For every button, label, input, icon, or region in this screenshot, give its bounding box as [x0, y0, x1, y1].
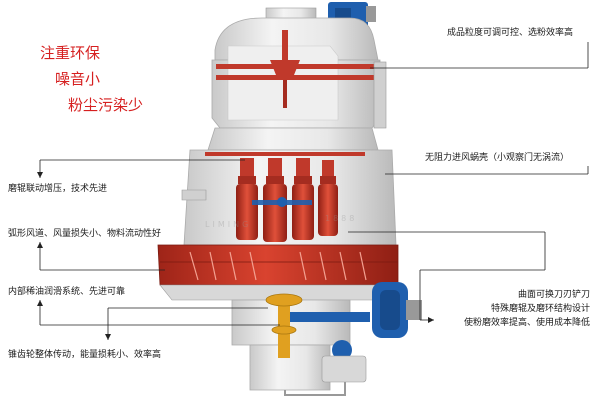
- callout-bottom-gear: 锥齿轮整体传动，能量损耗小、效率高: [8, 350, 162, 360]
- grinding-ring: [157, 244, 399, 301]
- callout-right-blade-3: 使粉磨效率提高、使用成本降低: [463, 318, 590, 328]
- base-gearbox: [231, 282, 422, 396]
- watermark-right: 1888: [325, 214, 358, 223]
- lower-body: [181, 149, 397, 246]
- callout-arrows: [37, 172, 434, 340]
- callout-right-blade-2: 特殊磨辊及磨环结构设计: [490, 304, 590, 314]
- grinding-rollers: [236, 158, 338, 242]
- callout-right-volute: 无阻力进风蜗壳（小观察门无涡流）: [425, 153, 570, 163]
- callout-top-right: 成品粒度可调可控、选粉效率高: [447, 28, 574, 38]
- upper-body: [207, 17, 387, 151]
- callout-right-blade-1: 曲面可换刀刃铲刀: [517, 290, 590, 300]
- callout-lines: [39, 42, 589, 340]
- slogan-environment: 注重环保: [40, 44, 101, 62]
- slogan-low-noise: 噪音小: [55, 70, 101, 88]
- callout-left-roller: 磨辊联动增压，技术先进: [8, 184, 108, 194]
- callout-left-airflow: 弧形风道、风量损失小、物料流动性好: [8, 229, 162, 239]
- callout-left-lube: 内部稀油润滑系统、先进可靠: [8, 287, 126, 297]
- slogan-low-dust: 粉尘污染少: [68, 96, 144, 114]
- watermark-left: LIMING: [205, 220, 252, 229]
